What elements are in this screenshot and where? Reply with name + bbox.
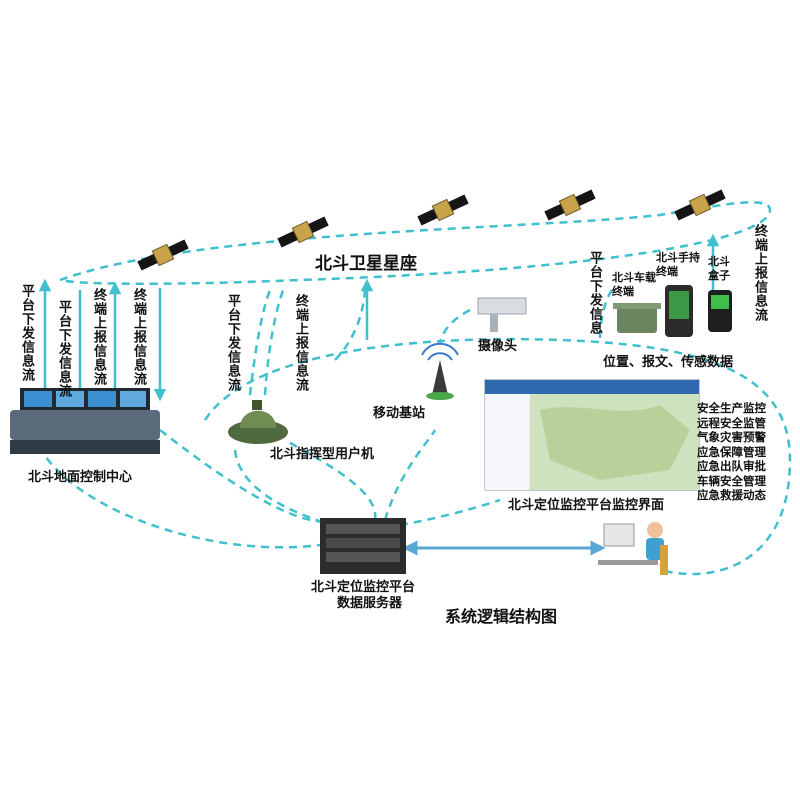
base-station-label: 移动基站	[373, 406, 426, 421]
satellite-icon	[417, 194, 469, 226]
sat-up-mid	[263, 284, 287, 396]
flow-label-up-right: 终端上报信息流	[752, 224, 767, 322]
handheld-terminal-icon	[665, 285, 693, 337]
server-rack-icon	[320, 518, 406, 574]
ground-control-center-icon	[10, 388, 160, 454]
flow-label-down-1: 平台下发信息流	[19, 284, 34, 382]
function-item: 车辆安全管理	[697, 473, 766, 488]
camera-to-basestation	[438, 308, 471, 346]
base-station-icon	[421, 342, 459, 400]
flow-label-up-2: 终端上报信息流	[131, 288, 146, 386]
flow-label-up-mid: 终端上报信息流	[293, 294, 308, 392]
satellite-icon	[674, 189, 726, 221]
data-types-label: 位置、报文、传感数据	[603, 355, 734, 370]
ground-center-label: 北斗地面控制中心	[28, 470, 133, 485]
operator-icon	[598, 522, 668, 575]
function-item: 远程安全监管	[697, 415, 766, 430]
beidou-box-icon	[708, 290, 732, 332]
flow-label-down-mid: 平台下发信息流	[225, 294, 240, 392]
camera-icon	[477, 297, 527, 332]
server-to-basestation	[383, 429, 437, 521]
handheld-terminal-label: 北斗手持终端	[656, 251, 700, 278]
camera-label: 摄像头	[478, 339, 518, 354]
flow-label-up-1: 终端上报信息流	[91, 288, 106, 386]
satellite-icon	[544, 189, 596, 221]
monitor-ui-label: 北斗定位监控平台监控界面	[508, 498, 665, 513]
satellite-orbit	[55, 201, 772, 285]
right-devices-link	[598, 289, 614, 341]
vehicle-terminal-label: 北斗车载终端	[612, 271, 656, 298]
function-item: 应急出队审批	[697, 459, 766, 473]
vehicle-terminal-icon	[613, 303, 661, 333]
outer-loop	[203, 337, 792, 576]
server-label-line2: 数据服务器	[337, 596, 403, 611]
sat-down-mid	[248, 289, 272, 396]
beidou-box-label: 北斗盒子	[708, 255, 730, 282]
left-loop	[159, 429, 331, 523]
flow-label-down-2: 平台下发信息流	[56, 300, 71, 398]
function-item: 气象灾害预警	[697, 430, 766, 444]
function-item: 安全生产监控	[697, 401, 766, 415]
satellite-icon	[277, 216, 329, 248]
server-label-line1: 北斗定位监控平台	[311, 580, 416, 595]
terminal-to-server	[233, 449, 331, 527]
diagram-title: 系统逻辑结构图	[445, 607, 558, 626]
function-item: 应急保障管理	[697, 444, 766, 459]
flow-label-down-right: 平台下发信息	[587, 251, 602, 335]
function-item: 应急救援动态	[697, 488, 766, 502]
command-terminal-icon	[228, 400, 288, 444]
constellation-label: 北斗卫星星座	[315, 254, 417, 274]
satellite-icon	[137, 239, 189, 271]
monitor-ui-icon	[484, 379, 700, 491]
function-list: 安全生产监控 远程安全监管 气象灾害预警 应急保障管理 应急出队审批 车辆安全管…	[697, 401, 777, 503]
sat-down-up-mid	[334, 284, 367, 361]
command-terminal-label: 北斗指挥型用户机	[270, 447, 375, 462]
